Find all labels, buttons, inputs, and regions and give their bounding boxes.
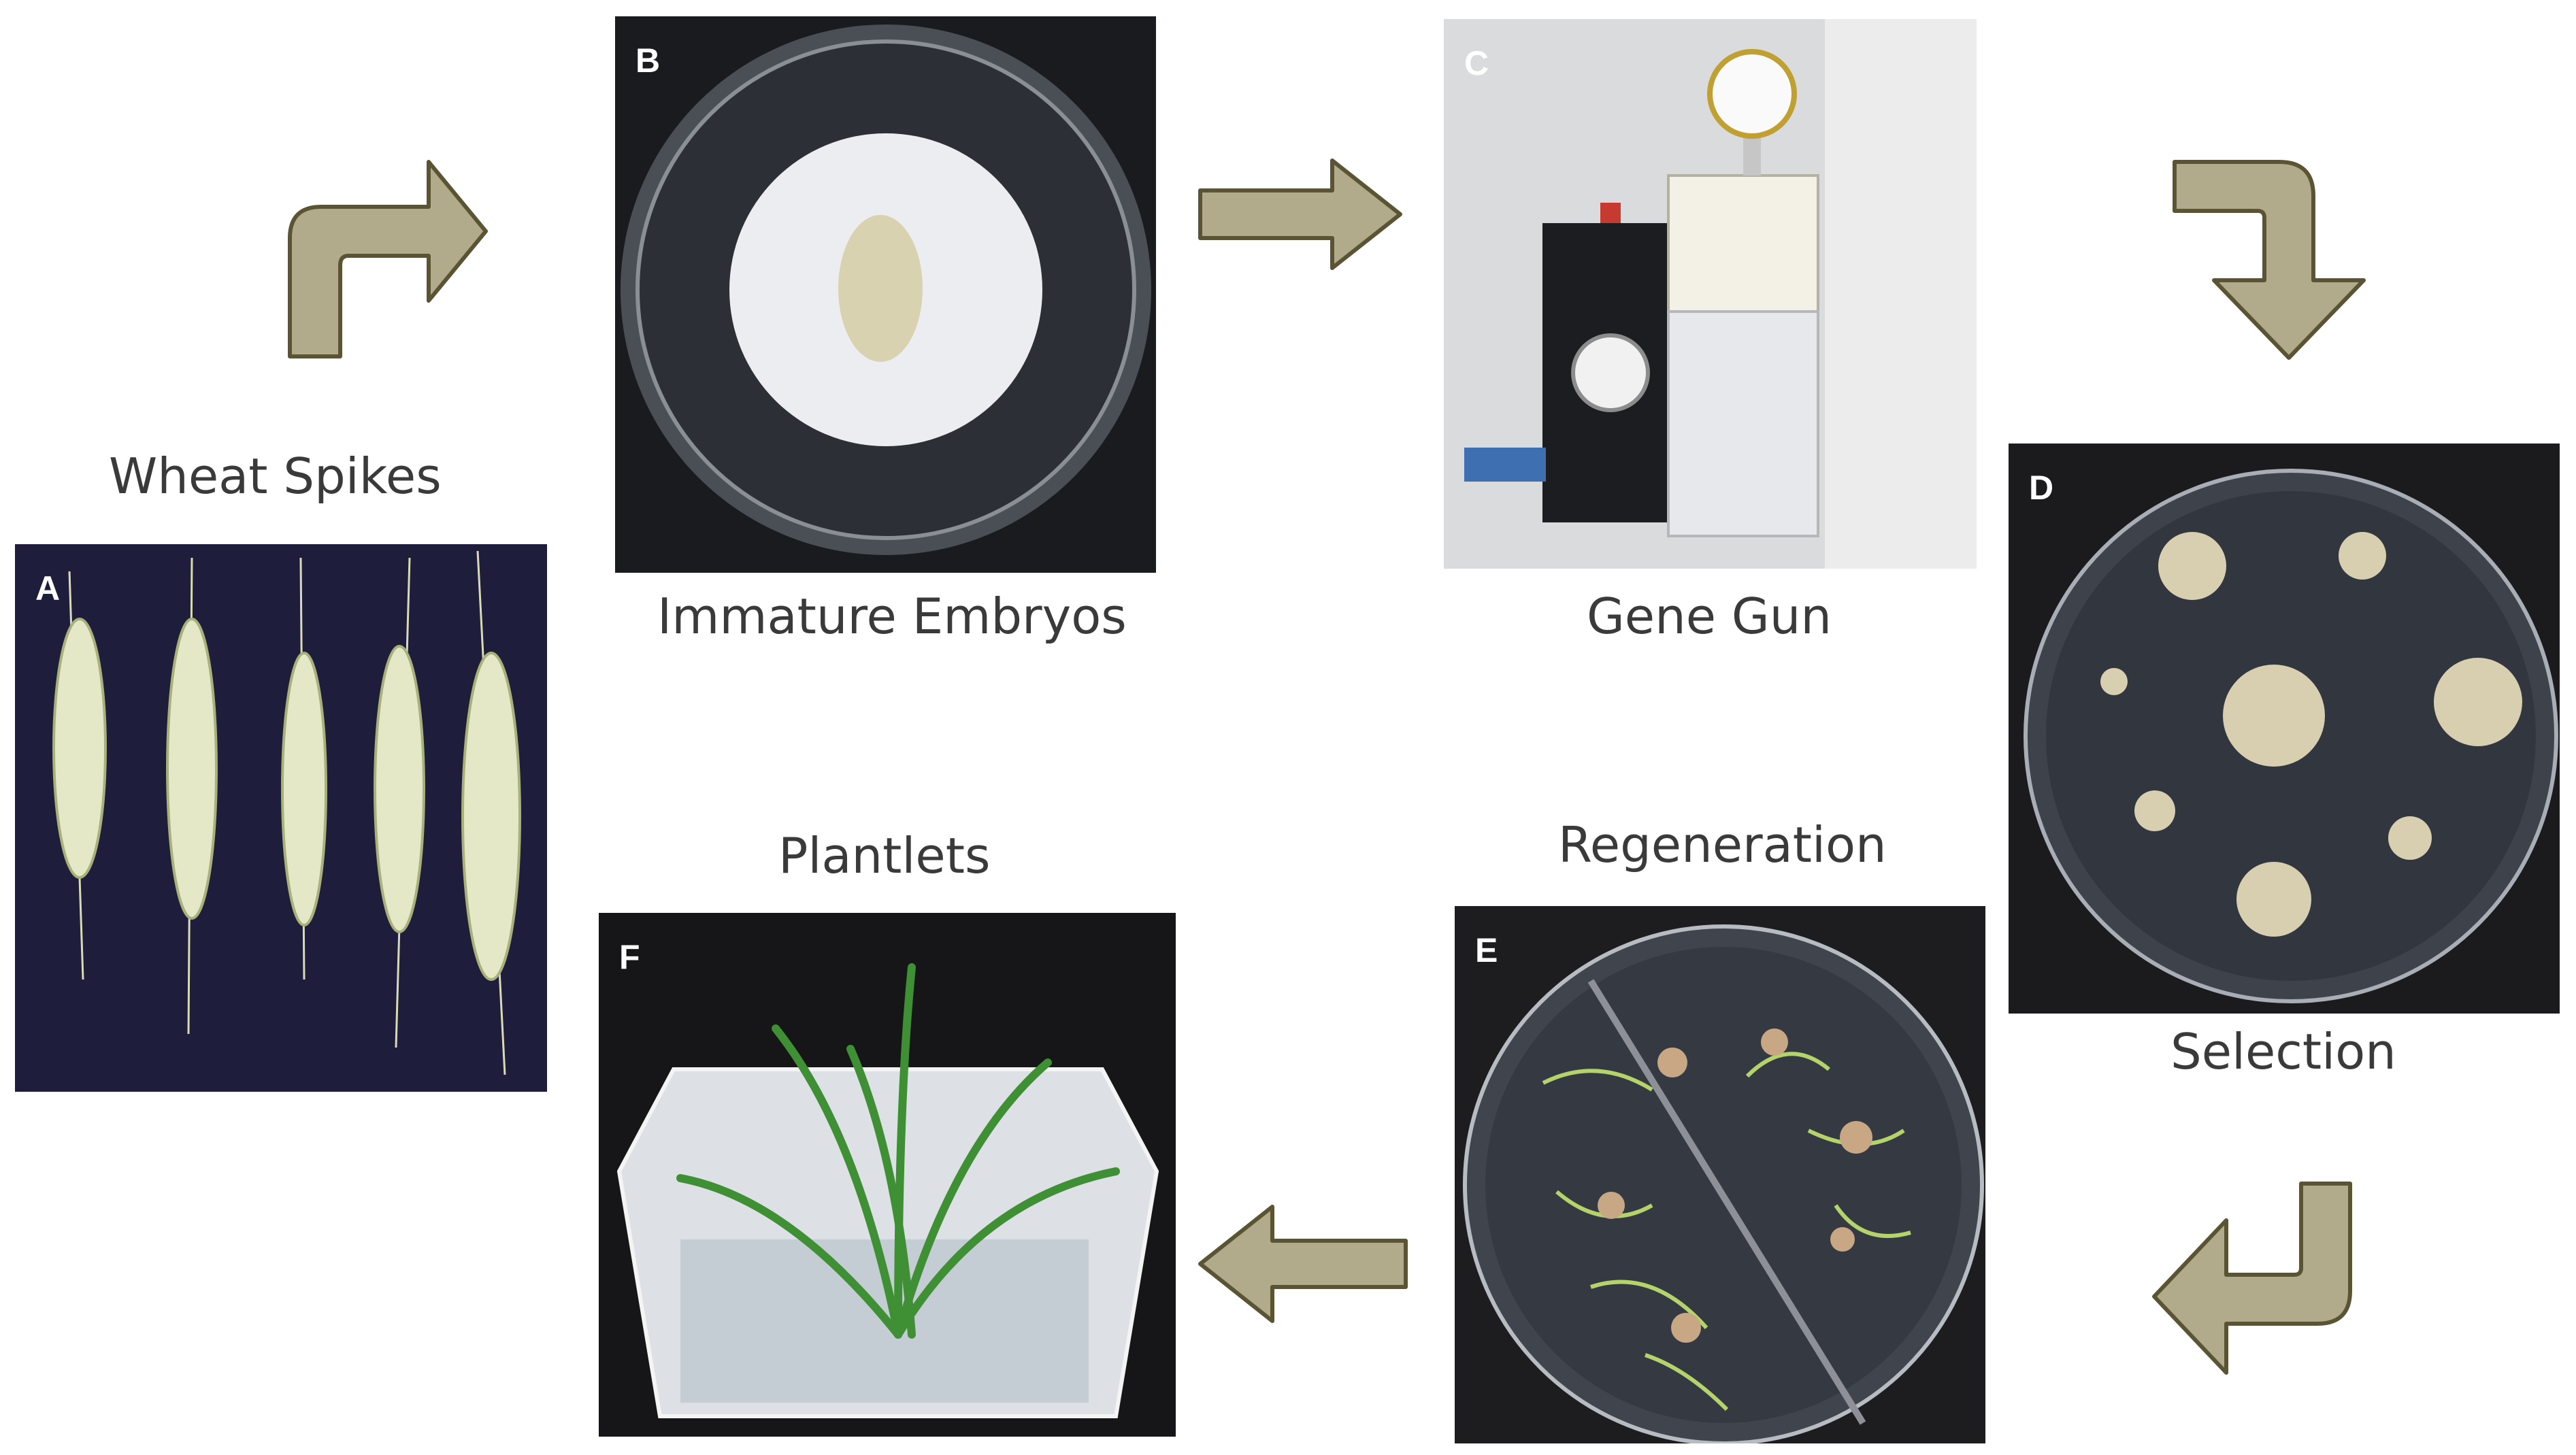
wheat-spikes-image: [15, 544, 547, 1092]
panel-b-caption: Immature Embryos: [657, 588, 1127, 645]
panel-c-caption: Gene Gun: [1587, 588, 1832, 645]
panel-f-caption: Plantlets: [778, 827, 991, 884]
panel-b-label: B: [635, 41, 661, 80]
panel-b-photo: B: [615, 16, 1156, 573]
panel-e-caption: Regeneration: [1558, 816, 1887, 873]
selection-petri-dish-image: [2009, 444, 2560, 1014]
arrow-e-to-f-icon: [1196, 1203, 1410, 1325]
panel-e-label: E: [1475, 931, 1498, 969]
plantlets-container-image: [599, 913, 1176, 1437]
arrow-d-to-e-icon: [2150, 1180, 2354, 1377]
panel-f-label: F: [619, 938, 640, 976]
panel-f-photo: F: [599, 913, 1176, 1437]
arrow-a-to-b-icon: [286, 156, 490, 361]
gene-gun-image: [1444, 19, 1977, 569]
panel-d-photo: D: [2009, 444, 2560, 1014]
arrow-c-to-d-icon: [2170, 158, 2368, 362]
arrow-b-to-c-icon: [1196, 156, 1404, 272]
regeneration-petri-dish-image: [1455, 906, 1985, 1443]
panel-d-caption: Selection: [2170, 1023, 2396, 1080]
panel-a-caption: Wheat Spikes: [109, 448, 442, 505]
panel-c-label: C: [1464, 44, 1489, 82]
panel-c-photo: C: [1444, 19, 1977, 569]
panel-e-photo: E: [1455, 906, 1985, 1443]
panel-a-label: A: [35, 569, 61, 607]
panel-a-photo: A: [15, 544, 547, 1092]
panel-d-label: D: [2029, 469, 2054, 507]
petri-dish-embryos-image: [615, 16, 1156, 573]
